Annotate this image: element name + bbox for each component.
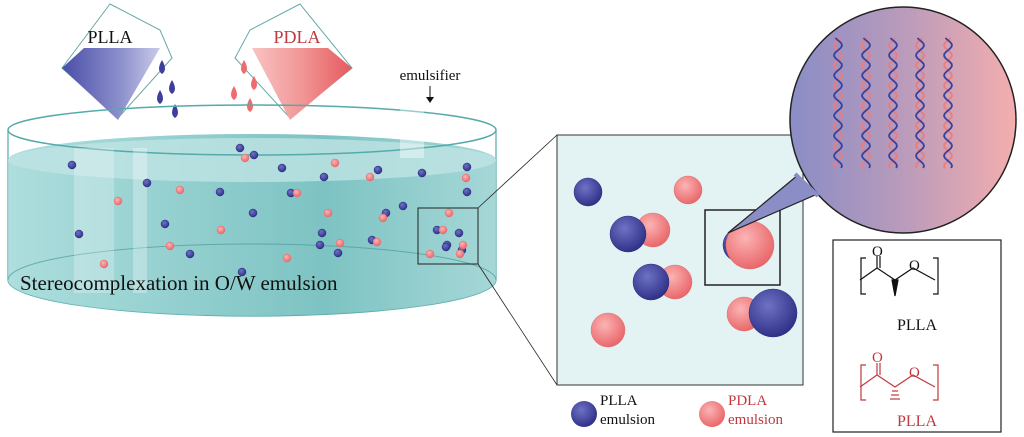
plla-emulsion-particle <box>632 263 670 301</box>
pdla-particle <box>323 208 333 218</box>
pdla-beaker-label: PDLA <box>273 27 320 47</box>
pdla-particle <box>425 249 435 259</box>
helix-strand <box>915 37 925 169</box>
plla-emulsion-particle <box>748 288 798 338</box>
dish-caption: Stereocomplexation in O/W emulsion <box>20 271 338 295</box>
legend-pdla-line1: PDLA <box>728 393 767 409</box>
structure-label-top: PLLA <box>897 317 937 334</box>
pdla-particle <box>335 238 345 248</box>
plla-particle <box>160 219 170 229</box>
pdla-particle <box>113 196 123 206</box>
pdla-particle <box>175 185 185 195</box>
zoom-region-box <box>417 207 479 265</box>
plla-particle <box>67 160 77 170</box>
plla-particle <box>215 187 225 197</box>
legend-plla-line1: PLLA <box>600 393 638 409</box>
pdla-particle <box>292 188 302 198</box>
plla-particle <box>454 228 464 238</box>
pdla-particle <box>438 225 448 235</box>
pdla-emulsion-particle <box>673 175 703 205</box>
plla-particle <box>462 187 472 197</box>
pdla-particle <box>461 173 471 183</box>
plla-beaker-label: PLLA <box>88 27 133 47</box>
helix-strand <box>943 37 953 169</box>
plla-particle <box>417 168 427 178</box>
plla-ester-o: O <box>909 258 920 274</box>
pdla-particle <box>455 249 465 259</box>
plla-emulsion-icon <box>571 401 597 427</box>
helix-strand <box>833 37 843 169</box>
plla-particle <box>441 242 451 252</box>
legend: PLLA emulsion PDLA emulsion <box>571 393 783 428</box>
pdla-structure <box>859 363 939 401</box>
plla-particle <box>398 201 408 211</box>
plla-particle <box>185 249 195 259</box>
legend-plla-line2: emulsion <box>600 412 655 428</box>
pdla-particle <box>99 259 109 269</box>
petri-dish <box>7 104 497 317</box>
pdla-particle <box>216 225 226 235</box>
pdla-particle <box>378 213 388 223</box>
pdla-emulsion-particle <box>590 312 626 348</box>
plla-carbonyl-o: O <box>872 244 883 260</box>
helix-strand <box>861 37 871 169</box>
plla-particle <box>462 162 472 172</box>
plla-particle <box>373 165 383 175</box>
plla-particle <box>142 178 152 188</box>
pdla-carbonyl-o: O <box>872 350 883 366</box>
plla-particle <box>315 240 325 250</box>
dish-particles <box>67 143 472 277</box>
plla-emulsion-particle <box>609 215 647 253</box>
stereocomplex-helices <box>833 37 953 169</box>
pdla-particle <box>282 253 292 263</box>
plla-particle <box>235 143 245 153</box>
emulsifier-label: emulsifier <box>400 68 461 84</box>
plla-particle <box>317 228 327 238</box>
legend-pdla-line2: emulsion <box>728 412 783 428</box>
pdla-beaker: PDLA <box>234 3 353 120</box>
helix-strand <box>833 37 843 169</box>
plla-droplets <box>157 60 178 118</box>
helix-strand <box>861 37 871 169</box>
pdla-particle <box>365 172 375 182</box>
pdla-particle <box>165 241 175 251</box>
pdla-particle <box>240 153 250 163</box>
structure-label-bottom: PLLA <box>897 413 937 430</box>
plla-particle <box>237 267 247 277</box>
plla-particle <box>248 208 258 218</box>
plla-particle <box>249 150 259 160</box>
pdla-particle <box>444 208 454 218</box>
helix-strand <box>888 37 898 169</box>
helix-bubble <box>727 6 1017 234</box>
pdla-particle <box>372 237 382 247</box>
helix-strand <box>943 37 953 169</box>
plla-particle <box>74 229 84 239</box>
pdla-ester-o: O <box>909 365 920 381</box>
helix-strand <box>915 37 925 169</box>
plla-emulsion-particle <box>573 177 603 207</box>
plla-particle <box>319 172 329 182</box>
helix-strand <box>888 37 898 169</box>
pdla-particle <box>458 240 468 250</box>
plla-particle <box>333 248 343 258</box>
plla-structure <box>859 256 939 297</box>
pdla-emulsion-icon <box>699 401 725 427</box>
plla-beaker: PLLA <box>61 3 173 120</box>
stereocomplex-box <box>704 209 781 286</box>
panel-particles <box>573 175 798 348</box>
pdla-particle <box>330 158 340 168</box>
plla-particle <box>277 163 287 173</box>
emulsifier-arrow-icon <box>426 86 434 103</box>
